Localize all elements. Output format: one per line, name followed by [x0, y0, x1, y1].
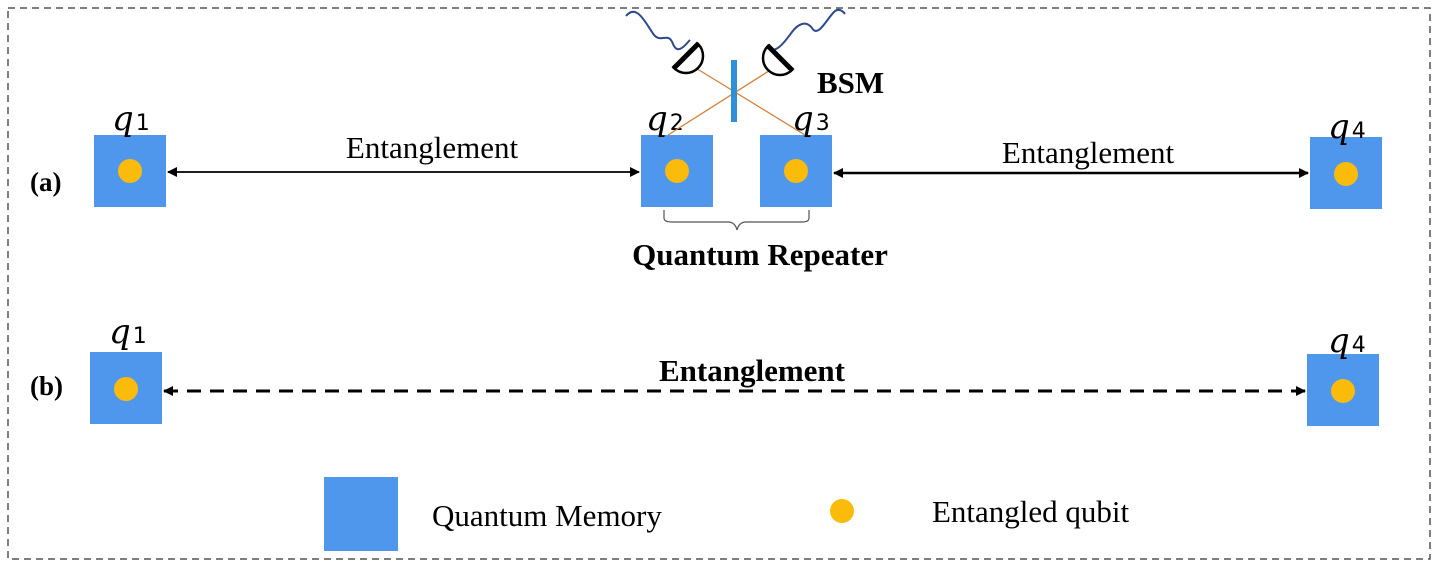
entangled-qubit	[1331, 379, 1355, 403]
photon-wave-icon	[625, 10, 691, 51]
qubit-label-q1-b: q1	[109, 312, 147, 352]
qubit-label-q2-a: q2	[646, 99, 684, 139]
outer-frame	[7, 7, 1431, 560]
entangled-qubit	[114, 377, 138, 401]
entanglement-label-left: Entanglement	[346, 130, 519, 165]
legend-qubit-swatch	[830, 499, 854, 523]
beam-path	[685, 61, 806, 136]
memory-q1-b	[90, 352, 162, 424]
panel-a-label: (a)	[30, 167, 61, 197]
qubit-label-q1-a: q1	[112, 99, 150, 139]
photon-wave-icon	[764, 8, 846, 51]
memory-q2-a	[641, 135, 713, 207]
memory-q3-a	[760, 135, 832, 207]
legend-memory-label: Quantum Memory	[432, 498, 662, 533]
beam-splitter	[731, 60, 737, 122]
detector-left-icon	[671, 41, 705, 75]
beam-path	[667, 61, 784, 136]
memory-q1-a	[94, 135, 166, 207]
panel-b-label: (b)	[30, 371, 63, 401]
repeater-label: Quantum Repeater	[632, 237, 888, 272]
detector-right-icon	[761, 43, 795, 77]
qubit-label-q4-b: q4	[1328, 321, 1366, 361]
qubit-label-q4-a: q4	[1328, 107, 1366, 147]
qubit-label-q3-a: q3	[792, 99, 830, 139]
entanglement-label-right: Entanglement	[1002, 135, 1175, 170]
repeater-brace	[663, 210, 810, 231]
memory-q4-b	[1307, 354, 1379, 426]
bsm-apparatus	[625, 8, 846, 136]
entangled-qubit	[784, 159, 808, 183]
legend-memory-swatch	[324, 477, 398, 551]
bsm-label: BSM	[817, 65, 884, 100]
entangled-qubit	[118, 159, 142, 183]
entangled-qubit	[1334, 162, 1358, 186]
memory-q4-a	[1310, 137, 1382, 209]
entangled-qubit	[665, 159, 689, 183]
legend-qubit-label: Entangled qubit	[932, 494, 1130, 529]
entanglement-label-b: Entanglement	[659, 353, 846, 388]
